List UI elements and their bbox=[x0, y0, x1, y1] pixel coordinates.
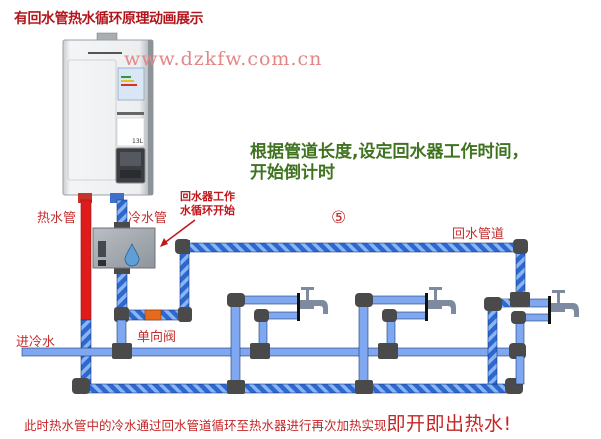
label-return-pipe: 回水管道 bbox=[452, 227, 505, 242]
return-pipe-down-left bbox=[179, 249, 190, 316]
label-check-valve: 单向阀 bbox=[137, 330, 177, 345]
elbow-fitting bbox=[175, 239, 190, 254]
elbow-fitting bbox=[114, 307, 129, 322]
spec-label bbox=[116, 117, 145, 147]
recirculator-pump bbox=[92, 222, 156, 274]
elbow-fitting bbox=[178, 307, 192, 322]
pointer-arrow bbox=[162, 219, 196, 245]
heater-brand-plate bbox=[88, 52, 122, 54]
faucet-icon bbox=[551, 290, 579, 317]
watermark: www.dzkfw.com.cn bbox=[124, 48, 323, 70]
instruction-line-2: 开始倒计时 bbox=[250, 163, 335, 183]
instruction-text: 根据管道长度,设定回水器工作时间， 开始倒计时 bbox=[250, 142, 590, 184]
faucet-group-3 bbox=[484, 290, 579, 385]
label-cold-inlet: 进冷水 bbox=[16, 335, 56, 350]
label-recirculator: 回水器工作 水循环开始 bbox=[180, 190, 235, 218]
faucet-icon bbox=[428, 287, 456, 314]
heater-side bbox=[148, 40, 153, 195]
footer-normal: 此时热水管中的冷水通过回水管道循环至热水器进行再次加热实现 bbox=[24, 418, 387, 433]
step-marker: ⑤ bbox=[331, 208, 347, 228]
footer-emphasis: 即开即出热水! bbox=[386, 413, 512, 435]
water-heater bbox=[62, 32, 154, 203]
diagram-title: 有回水管热水循环原理动画展示 bbox=[14, 11, 204, 27]
check-valve bbox=[144, 309, 162, 321]
label-recirculator-line-1: 回水器工作 bbox=[180, 190, 235, 203]
cold-inlet-fitting bbox=[110, 193, 124, 203]
return-pipe-top bbox=[179, 242, 521, 253]
footer-caption: 此时热水管中的冷水通过回水管道循环至热水器进行再次加热实现即开即出热水! bbox=[24, 409, 512, 436]
elbow-fitting bbox=[72, 378, 90, 394]
heater-capacity-badge: 13L bbox=[132, 138, 144, 145]
faucet-group-1 bbox=[227, 287, 328, 394]
faucet-group-2 bbox=[355, 287, 456, 394]
water-drop-icon bbox=[124, 243, 140, 267]
instruction-line-1: 根据管道长度,设定回水器工作时间， bbox=[250, 142, 529, 162]
hot-outlet-fitting bbox=[78, 193, 92, 203]
recirculator-display bbox=[98, 241, 106, 257]
faucet-icon bbox=[300, 287, 328, 314]
hot-water-bottom-line bbox=[83, 383, 515, 394]
return-pipe-down-right bbox=[515, 249, 526, 299]
tee-fitting bbox=[112, 343, 132, 359]
hot-water-pipe-hot bbox=[80, 199, 92, 321]
elbow-fitting bbox=[513, 239, 528, 254]
label-hot-pipe: 热水管 bbox=[37, 211, 77, 226]
heater-front-panel bbox=[67, 59, 117, 181]
label-cold-pipe: 冷水管 bbox=[128, 211, 168, 226]
arrow-head-icon bbox=[160, 238, 168, 247]
label-recirculator-line-2: 水循环开始 bbox=[180, 204, 235, 217]
